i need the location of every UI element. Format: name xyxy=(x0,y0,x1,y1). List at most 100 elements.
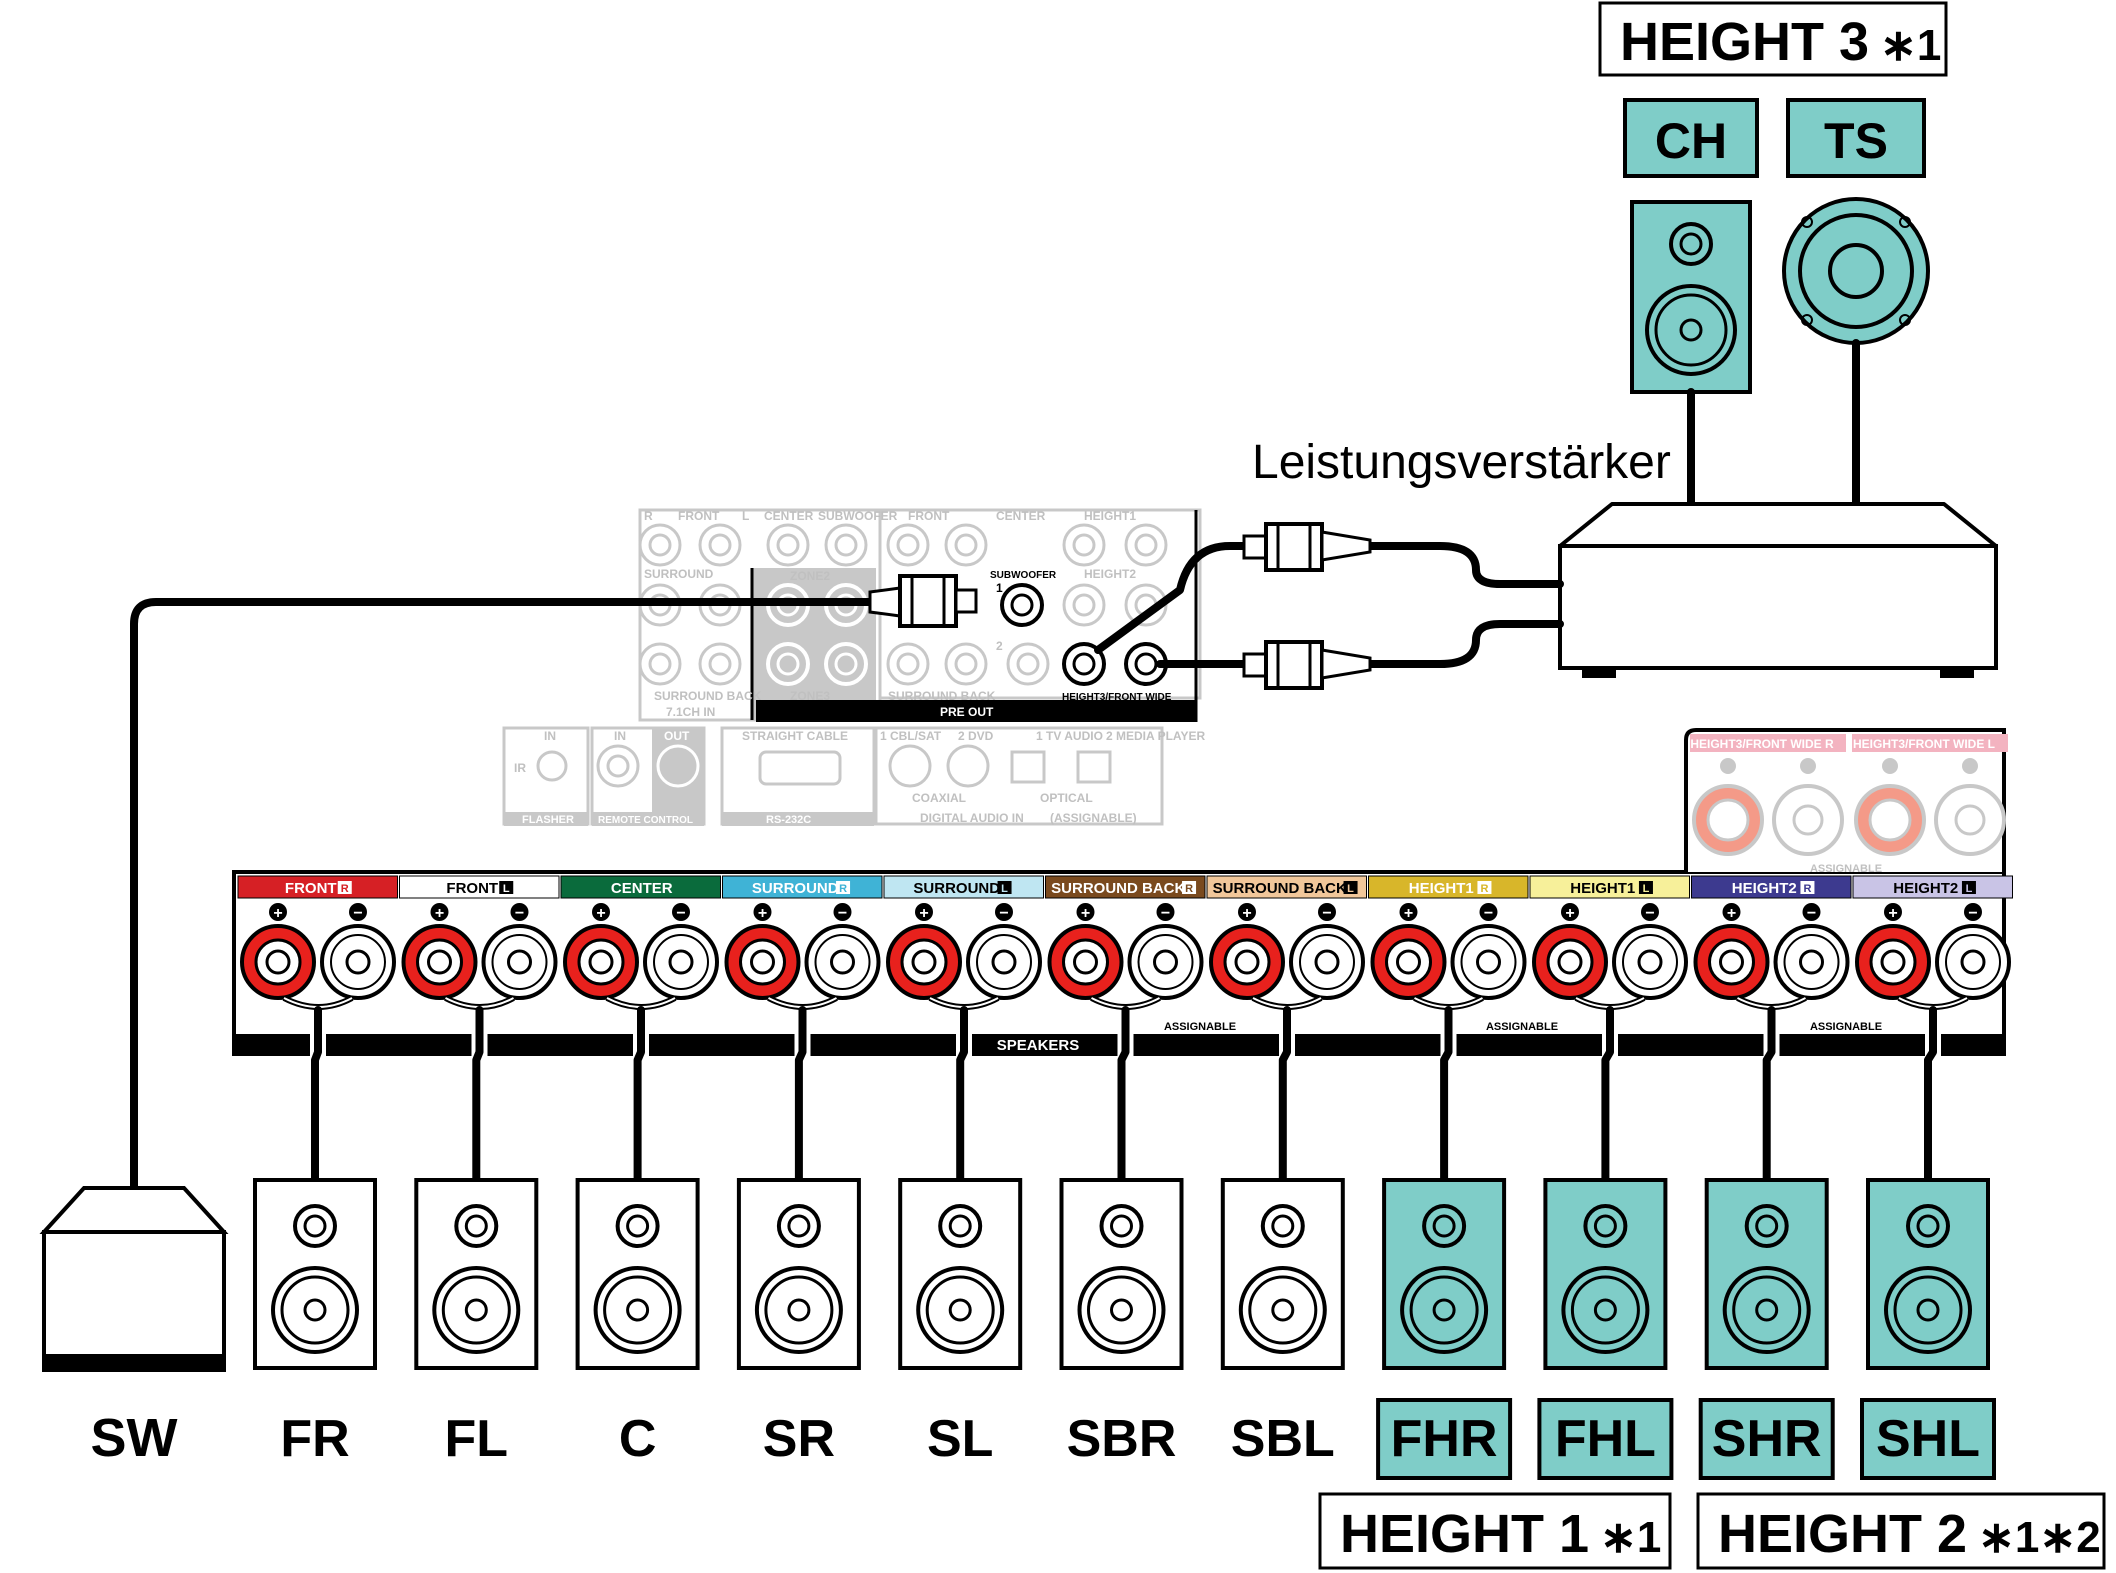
terminal-color-band xyxy=(237,875,398,899)
height2-sup: ∗1∗2 xyxy=(1978,1513,2101,1562)
terminal-label: SURROUND BACK xyxy=(1213,880,1347,897)
svg-text:ZONE3: ZONE3 xyxy=(790,689,830,703)
svg-text:ZONE2: ZONE2 xyxy=(790,569,830,583)
ghost-jack xyxy=(638,523,682,567)
plus-sign: + xyxy=(596,905,605,922)
terminal-label: SURROUND BACK xyxy=(1051,880,1185,897)
ghost-jack xyxy=(1124,523,1168,567)
speaker-code: FL xyxy=(445,1410,509,1468)
channel-side-text: L xyxy=(1643,883,1650,895)
plus-sign: + xyxy=(1565,905,1574,922)
speaker-sbr: SBR xyxy=(1059,1178,1184,1468)
minus-sign: − xyxy=(1322,905,1331,922)
ghost-jack xyxy=(944,642,988,686)
svg-text:HEIGHT2: HEIGHT2 xyxy=(1084,567,1136,581)
speaker-cabinet xyxy=(1866,1178,1990,1370)
negative-terminal[interactable] xyxy=(1127,924,1204,1000)
ghost-jack xyxy=(698,523,742,567)
height3-negative-terminal xyxy=(1772,784,1844,856)
ghost-jack xyxy=(638,642,682,686)
speaker-cabinet xyxy=(1059,1178,1184,1370)
svg-text:SURROUND: SURROUND xyxy=(644,567,714,581)
svg-text:2: 2 xyxy=(996,639,1003,653)
speaker-fl: FL xyxy=(414,1178,539,1468)
speaker-sl: SL xyxy=(898,1178,1023,1468)
minus-sign: − xyxy=(838,905,847,922)
ghost-jack xyxy=(1062,523,1106,567)
zone-jack xyxy=(824,642,868,686)
speaker-shr: SHR xyxy=(1698,1178,1835,1480)
svg-text:1 CBL/SAT: 1 CBL/SAT xyxy=(880,729,942,743)
height3-terminal-label: HEIGHT3/FRONT WIDE L xyxy=(1853,737,1995,751)
speaker-cabinet xyxy=(575,1178,700,1370)
terminal-pair: CENTER+− xyxy=(560,875,721,1010)
speaker-code: FHR xyxy=(1391,1410,1498,1468)
speakers-panel-label: SPEAKERS xyxy=(997,1037,1080,1054)
svg-text:SUBWOOFER: SUBWOOFER xyxy=(990,570,1057,581)
amp-label: Leistungsverstärker xyxy=(1252,436,1671,489)
speaker-code-box xyxy=(1698,1398,1835,1480)
ch-label: CH xyxy=(1623,98,1759,178)
negative-terminal[interactable] xyxy=(966,924,1042,1000)
svg-text:IN: IN xyxy=(544,729,556,743)
negative-terminal[interactable] xyxy=(1612,924,1688,1000)
svg-text:R: R xyxy=(644,509,653,523)
ghost-jack xyxy=(886,642,930,686)
svg-text:FLASHER: FLASHER xyxy=(522,814,574,826)
negative-terminal[interactable] xyxy=(1935,924,2011,1000)
svg-text:7.1CH IN: 7.1CH IN xyxy=(666,705,715,719)
svg-text:PRE OUT: PRE OUT xyxy=(940,705,994,719)
speaker-cabinet xyxy=(1543,1178,1668,1370)
speaker-code: SR xyxy=(763,1410,835,1468)
speaker-code-box xyxy=(1537,1398,1674,1480)
minus-sign: − xyxy=(676,905,685,922)
channel-side-badge xyxy=(836,881,851,894)
svg-text:HEIGHT3/FRONT WIDE: HEIGHT3/FRONT WIDE xyxy=(1062,692,1172,703)
ghost-jack xyxy=(766,523,810,567)
speaker-code: SW xyxy=(91,1408,178,1468)
negative-terminal[interactable] xyxy=(320,924,396,1000)
negative-terminal[interactable] xyxy=(643,924,719,1000)
terminal-color-band xyxy=(560,875,721,899)
speaker-cabinet xyxy=(1220,1178,1345,1370)
channel-side-text: L xyxy=(1001,883,1008,895)
svg-text:DIGITAL AUDIO IN: DIGITAL AUDIO IN xyxy=(920,811,1024,825)
height3-label: HEIGHT 3 ∗1 xyxy=(1598,1,1948,77)
assignable-label: ASSIGNABLE xyxy=(1164,1021,1236,1033)
negative-terminal[interactable] xyxy=(1450,924,1527,1000)
minus-sign: − xyxy=(1484,905,1493,922)
channel-side-text: L xyxy=(503,883,510,895)
plus-sign: + xyxy=(1242,905,1251,922)
negative-terminal[interactable] xyxy=(1289,924,1365,1000)
speaker-shl: SHL xyxy=(1860,1178,1996,1480)
speaker-code: SBR xyxy=(1067,1410,1177,1468)
speaker-fhl: FHL xyxy=(1537,1178,1674,1480)
ghost-jack xyxy=(944,523,988,567)
speaker-code: SHR xyxy=(1712,1410,1822,1468)
negative-terminal[interactable] xyxy=(804,924,881,1000)
speaker-cabinet xyxy=(736,1178,861,1370)
ghost-jack xyxy=(698,642,742,686)
svg-text:STRAIGHT CABLE: STRAIGHT CABLE xyxy=(742,729,848,743)
svg-text:FRONT: FRONT xyxy=(908,509,950,523)
speaker-cabinet xyxy=(898,1178,1023,1370)
channel-side-badge xyxy=(1477,881,1492,894)
negative-terminal[interactable] xyxy=(1773,924,1850,1000)
minus-sign: − xyxy=(1645,905,1654,922)
svg-text:2 DVD: 2 DVD xyxy=(958,729,994,743)
terminal-color-band xyxy=(399,875,560,899)
channel-side-text: R xyxy=(341,883,349,895)
plus-sign: + xyxy=(1404,905,1413,922)
channel-side-badge xyxy=(997,881,1012,894)
svg-text:OUT: OUT xyxy=(664,729,690,743)
negative-terminal[interactable] xyxy=(481,924,558,1000)
svg-text:L: L xyxy=(742,509,749,523)
plus-sign: + xyxy=(1888,905,1897,922)
height2-text: HEIGHT 2 xyxy=(1718,1504,1967,1564)
svg-text:IR: IR xyxy=(514,761,526,775)
height3-terminal-band xyxy=(1852,734,2008,752)
speaker-sr: SR xyxy=(736,1178,861,1468)
